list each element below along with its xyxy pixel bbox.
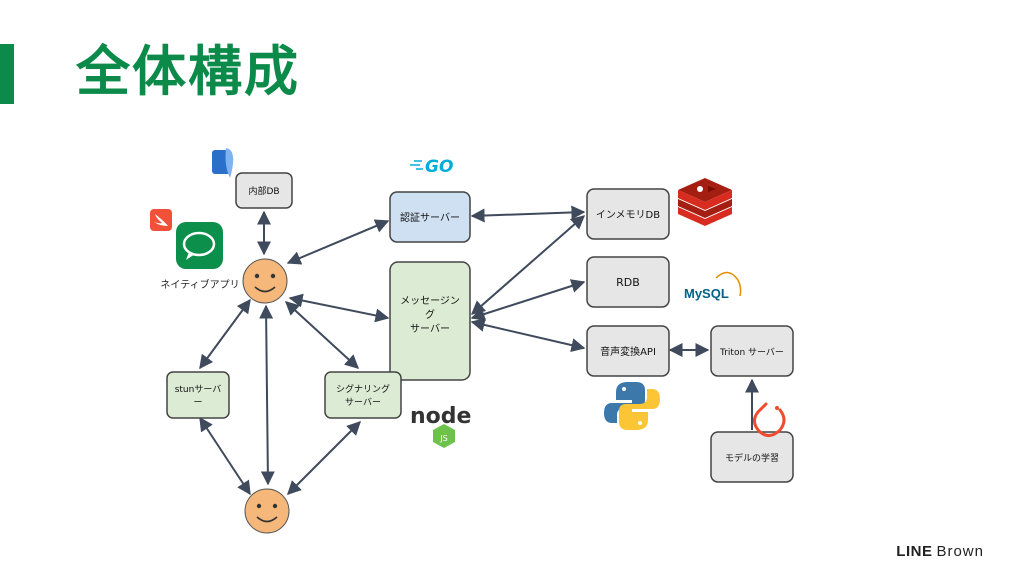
nodejs-logo-text: node — [410, 404, 471, 429]
rdb-node: RDB — [586, 256, 670, 308]
triton-server-node: Triton サーバー — [710, 325, 794, 377]
python-logo — [604, 382, 660, 430]
edge-app-messaging — [288, 293, 390, 323]
edge-signaling-peer — [287, 421, 361, 495]
go-logo: GO — [410, 157, 453, 177]
model-training-label: モデルの学習 — [725, 452, 779, 464]
user-face-icon — [242, 258, 288, 304]
signaling-server-label-1: シグナリング — [336, 383, 390, 395]
nodejs-logo: node JS — [410, 404, 471, 448]
edge-stun-peer — [199, 416, 251, 496]
rdb-label: RDB — [616, 276, 640, 289]
go-logo-text: GO — [425, 157, 453, 177]
nodejs-logo-js: JS — [439, 434, 447, 443]
internal-db-label: 内部DB — [248, 185, 279, 197]
peer-face-icon — [244, 488, 290, 534]
stun-server-label-1: stunサーバ — [175, 384, 222, 395]
auth-server-node: 認証サーバー — [389, 191, 471, 243]
edge-auth-inmemory — [470, 205, 586, 223]
pytorch-logo — [753, 402, 786, 437]
sqlite-icon — [212, 148, 234, 178]
messaging-server-node: メッセージン グ サーバー — [389, 261, 471, 381]
messages-app-icon — [176, 222, 223, 269]
native-app-label: ネイティブアプリ — [160, 278, 239, 291]
auth-server-label: 認証サーバー — [400, 211, 460, 224]
brand-line: LINE — [896, 543, 933, 560]
inmemory-db-label: インメモリDB — [596, 210, 660, 221]
model-training-node: モデルの学習 — [710, 431, 794, 483]
triton-server-label: Triton サーバー — [719, 347, 784, 358]
signaling-server-label-2: サーバー — [345, 397, 381, 408]
stun-server-node: stunサーバ ー — [166, 371, 230, 419]
mysql-logo-text: MySQL — [684, 286, 729, 301]
messaging-server-label-2: グ — [425, 308, 435, 321]
messaging-server-label-3: サーバー — [410, 323, 450, 335]
mysql-logo: MySQL — [684, 271, 742, 301]
slide-title: 全体構成 — [76, 40, 300, 103]
brand-name: Brown — [936, 543, 984, 560]
swift-icon — [150, 209, 172, 231]
edge-app-peer — [259, 304, 275, 486]
edge-app-auth — [286, 219, 390, 265]
edge-messaging-rdb — [470, 279, 586, 321]
signaling-server-node: シグナリング サーバー — [324, 371, 402, 419]
diagram-edges — [199, 205, 759, 496]
internal-db-node: 内部DB — [235, 172, 293, 209]
edge-app-signaling — [284, 301, 360, 369]
redis-logo — [678, 178, 732, 226]
edge-messaging-voice — [470, 318, 586, 352]
messaging-server-label-1: メッセージン — [400, 295, 460, 307]
inmemory-db-node: インメモリDB — [586, 188, 670, 240]
edge-app-stun — [199, 298, 251, 370]
stun-server-label-2: ー — [193, 398, 202, 408]
voice-api-node: 音声変換API — [586, 325, 670, 377]
title-accent-bar — [0, 44, 14, 104]
voice-api-label: 音声変換API — [600, 345, 656, 358]
